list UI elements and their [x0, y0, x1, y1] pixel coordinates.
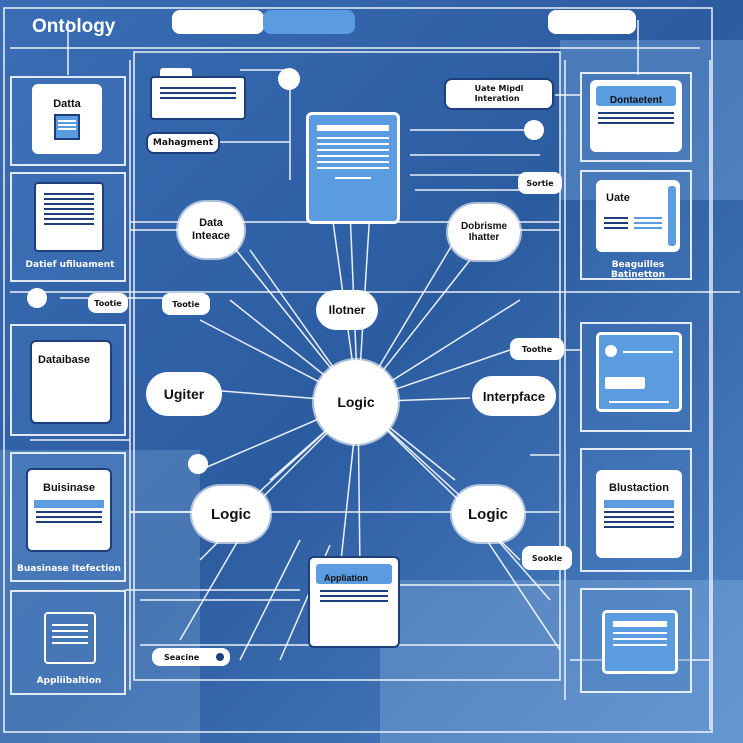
business-panel: Buisinase Buasinase Itefection [10, 452, 126, 582]
logic-center-node[interactable]: Logic [314, 360, 398, 444]
uate-title: Uate [606, 192, 630, 204]
data-management-caption: Datief ufiluament [25, 260, 115, 270]
status-dot-icon [605, 345, 617, 357]
database-card[interactable]: Dataibase [30, 340, 112, 424]
tootie-tag-left[interactable]: Tootie [88, 293, 128, 313]
top-tab-2[interactable] [263, 10, 355, 34]
blustaction-title: Blustaction [609, 482, 669, 494]
database-panel: Dataibase [10, 324, 126, 436]
play-icon[interactable] [278, 68, 300, 90]
data-panel: Datta [10, 76, 126, 166]
sortie-tag[interactable]: Sortie [518, 172, 562, 194]
management-label: Mahagment [146, 132, 220, 154]
seacine-tag[interactable]: Seacine [152, 648, 230, 666]
scrollbar[interactable] [668, 186, 676, 246]
logic-left-node[interactable]: Logic [192, 486, 270, 542]
top-tab-3[interactable] [548, 10, 636, 34]
application-doc-title-bar: Appliation [316, 564, 392, 584]
data-management-panel: Datief ufiluament [10, 172, 126, 282]
seacine-label: Seacine [164, 652, 200, 662]
data-interface-node[interactable]: Data Inteace [178, 202, 244, 258]
uate-card[interactable]: Uate [596, 180, 680, 252]
data-card[interactable]: Datta [32, 84, 102, 154]
database-card-title: Dataibase [38, 354, 90, 366]
screen-input[interactable] [605, 377, 645, 389]
business-card-title: Buisinase [43, 482, 95, 494]
data-interface-label: Data Inteace [192, 217, 230, 242]
connector-dot [188, 454, 208, 474]
logic-right-node[interactable]: Logic [452, 486, 524, 542]
list-widget[interactable] [150, 76, 246, 120]
toggle-dot-icon [216, 653, 224, 661]
business-caption: Buasinase Itefection [17, 564, 121, 574]
document-title: Dontaetent [609, 95, 663, 106]
screen-panel [580, 322, 692, 432]
application-doc-card[interactable]: Appliation [308, 556, 400, 648]
uate-caption: Beaguilles Batinetton [610, 260, 666, 280]
document-card[interactable]: Dontaetent [590, 80, 682, 152]
application-doc-title: Appliation [324, 573, 368, 583]
document-icon [34, 182, 104, 252]
page-title: Ontology [32, 16, 116, 37]
toothe-tag[interactable]: Toothe [510, 338, 564, 360]
database-matter-node[interactable]: Dobrisme Ihatter [448, 204, 520, 260]
tab-stub[interactable] [160, 68, 192, 76]
table-panel [580, 588, 692, 693]
screen-widget[interactable] [596, 332, 682, 412]
center-document[interactable] [306, 112, 400, 224]
notner-node[interactable]: Ilotner [316, 290, 378, 330]
application-panel: Appliibaltion [10, 590, 126, 695]
connector-dot [524, 120, 544, 140]
tootie-tag-mid[interactable]: Tootie [162, 293, 210, 315]
document-panel: Dontaetent [580, 72, 692, 162]
window-icon [44, 612, 96, 664]
uate-panel: Uate Beaguilles Batinetton [580, 170, 692, 280]
ugiter-node[interactable]: Ugiter [146, 372, 222, 416]
application-caption: Appliibaltion [36, 676, 102, 686]
data-model-label: Uate Mipdl Interation [444, 78, 554, 110]
connector-dot [27, 288, 47, 308]
table-widget[interactable] [602, 610, 678, 674]
blustaction-card[interactable]: Blustaction [596, 470, 682, 558]
interface-node[interactable]: Interpface [472, 376, 556, 416]
data-model-text: Uate Mipdl Interation [474, 84, 524, 103]
blustaction-panel: Blustaction [580, 448, 692, 572]
table-icon [54, 114, 80, 140]
document-title-bar: Dontaetent [596, 86, 676, 106]
form-icon [34, 500, 104, 508]
database-matter-label: Dobrisme Ihatter [460, 220, 508, 244]
sookle-tag[interactable]: Sookle [522, 546, 572, 570]
data-card-title: Datta [53, 98, 81, 110]
top-tab-1[interactable] [172, 10, 264, 34]
business-card[interactable]: Buisinase [26, 468, 112, 552]
